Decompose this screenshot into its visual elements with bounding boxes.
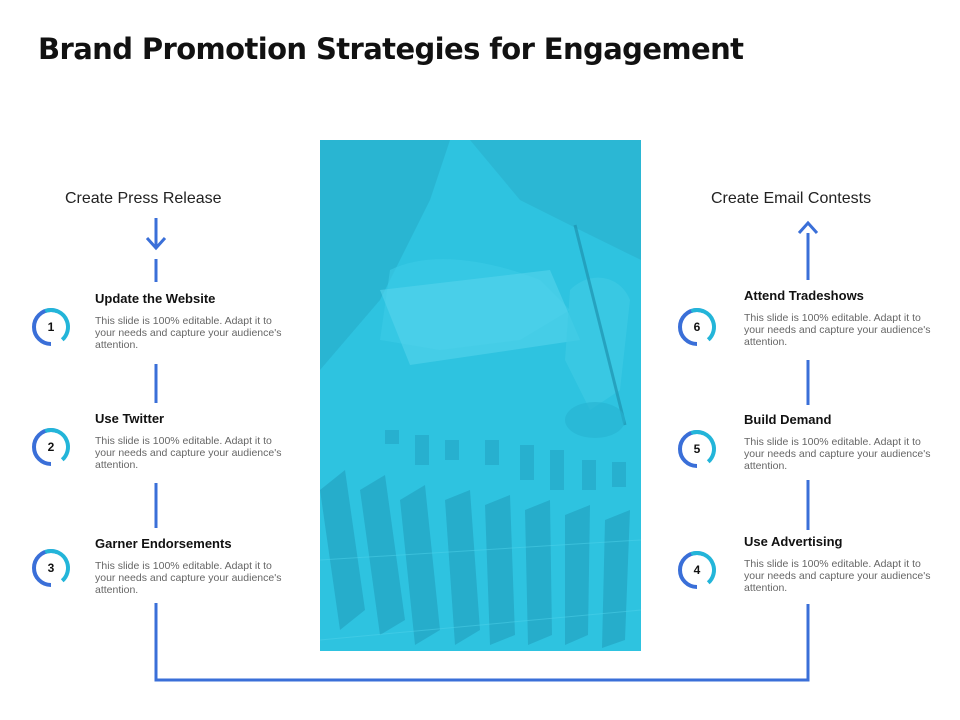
photo-illustration — [320, 140, 641, 651]
ring-icon — [32, 308, 70, 346]
step-heading: Use Twitter — [95, 411, 165, 426]
step-number: 1 — [47, 320, 55, 334]
step-item-use-twitter: Use Twitter This slide is 100% editable.… — [95, 411, 295, 471]
step-description: This slide is 100% editable. Adapt it to… — [744, 436, 931, 472]
ring-icon — [678, 308, 716, 346]
step-item-garner-endorsements: Garner Endorsements This slide is 100% e… — [95, 536, 295, 596]
step-item-use-advertising: Use Advertising This slide is 100% edita… — [744, 534, 944, 594]
step-number: 3 — [47, 561, 55, 575]
ring-icon — [678, 430, 716, 468]
step-description: This slide is 100% editable. Adapt it to… — [744, 558, 931, 594]
step-2-badge: 2 — [30, 426, 72, 468]
step-item-update-website: Update the Website This slide is 100% ed… — [95, 291, 295, 351]
create-email-contests-label: Create Email Contests — [711, 190, 872, 207]
step-item-attend-tradeshows: Attend Tradeshows This slide is 100% edi… — [744, 288, 944, 348]
step-item-build-demand: Build Demand This slide is 100% editable… — [744, 412, 944, 472]
step-description: This slide is 100% editable. Adapt it to… — [95, 435, 282, 471]
step-description: This slide is 100% editable. Adapt it to… — [744, 312, 931, 348]
business-photo — [320, 140, 641, 651]
step-heading: Attend Tradeshows — [744, 288, 864, 303]
slide-title: Brand Promotion Strategies for Engagemen… — [38, 32, 744, 66]
step-number: 6 — [693, 320, 701, 334]
step-description: This slide is 100% editable. Adapt it to… — [95, 560, 282, 596]
step-5-badge: 5 — [676, 428, 718, 470]
ring-icon — [678, 551, 716, 589]
step-1-badge: 1 — [30, 306, 72, 348]
step-heading: Update the Website — [95, 291, 216, 306]
step-number: 2 — [47, 440, 55, 454]
ring-icon — [32, 549, 70, 587]
step-heading: Use Advertising — [744, 534, 843, 549]
ring-icon — [32, 428, 70, 466]
step-number: 5 — [693, 442, 701, 456]
create-press-release-label: Create Press Release — [65, 190, 222, 207]
step-6-badge: 6 — [676, 306, 718, 348]
step-3-badge: 3 — [30, 547, 72, 589]
step-description: This slide is 100% editable. Adapt it to… — [95, 315, 282, 351]
step-number: 4 — [693, 563, 701, 577]
step-heading: Garner Endorsements — [95, 536, 232, 551]
step-4-badge: 4 — [676, 549, 718, 591]
step-heading: Build Demand — [744, 412, 832, 427]
